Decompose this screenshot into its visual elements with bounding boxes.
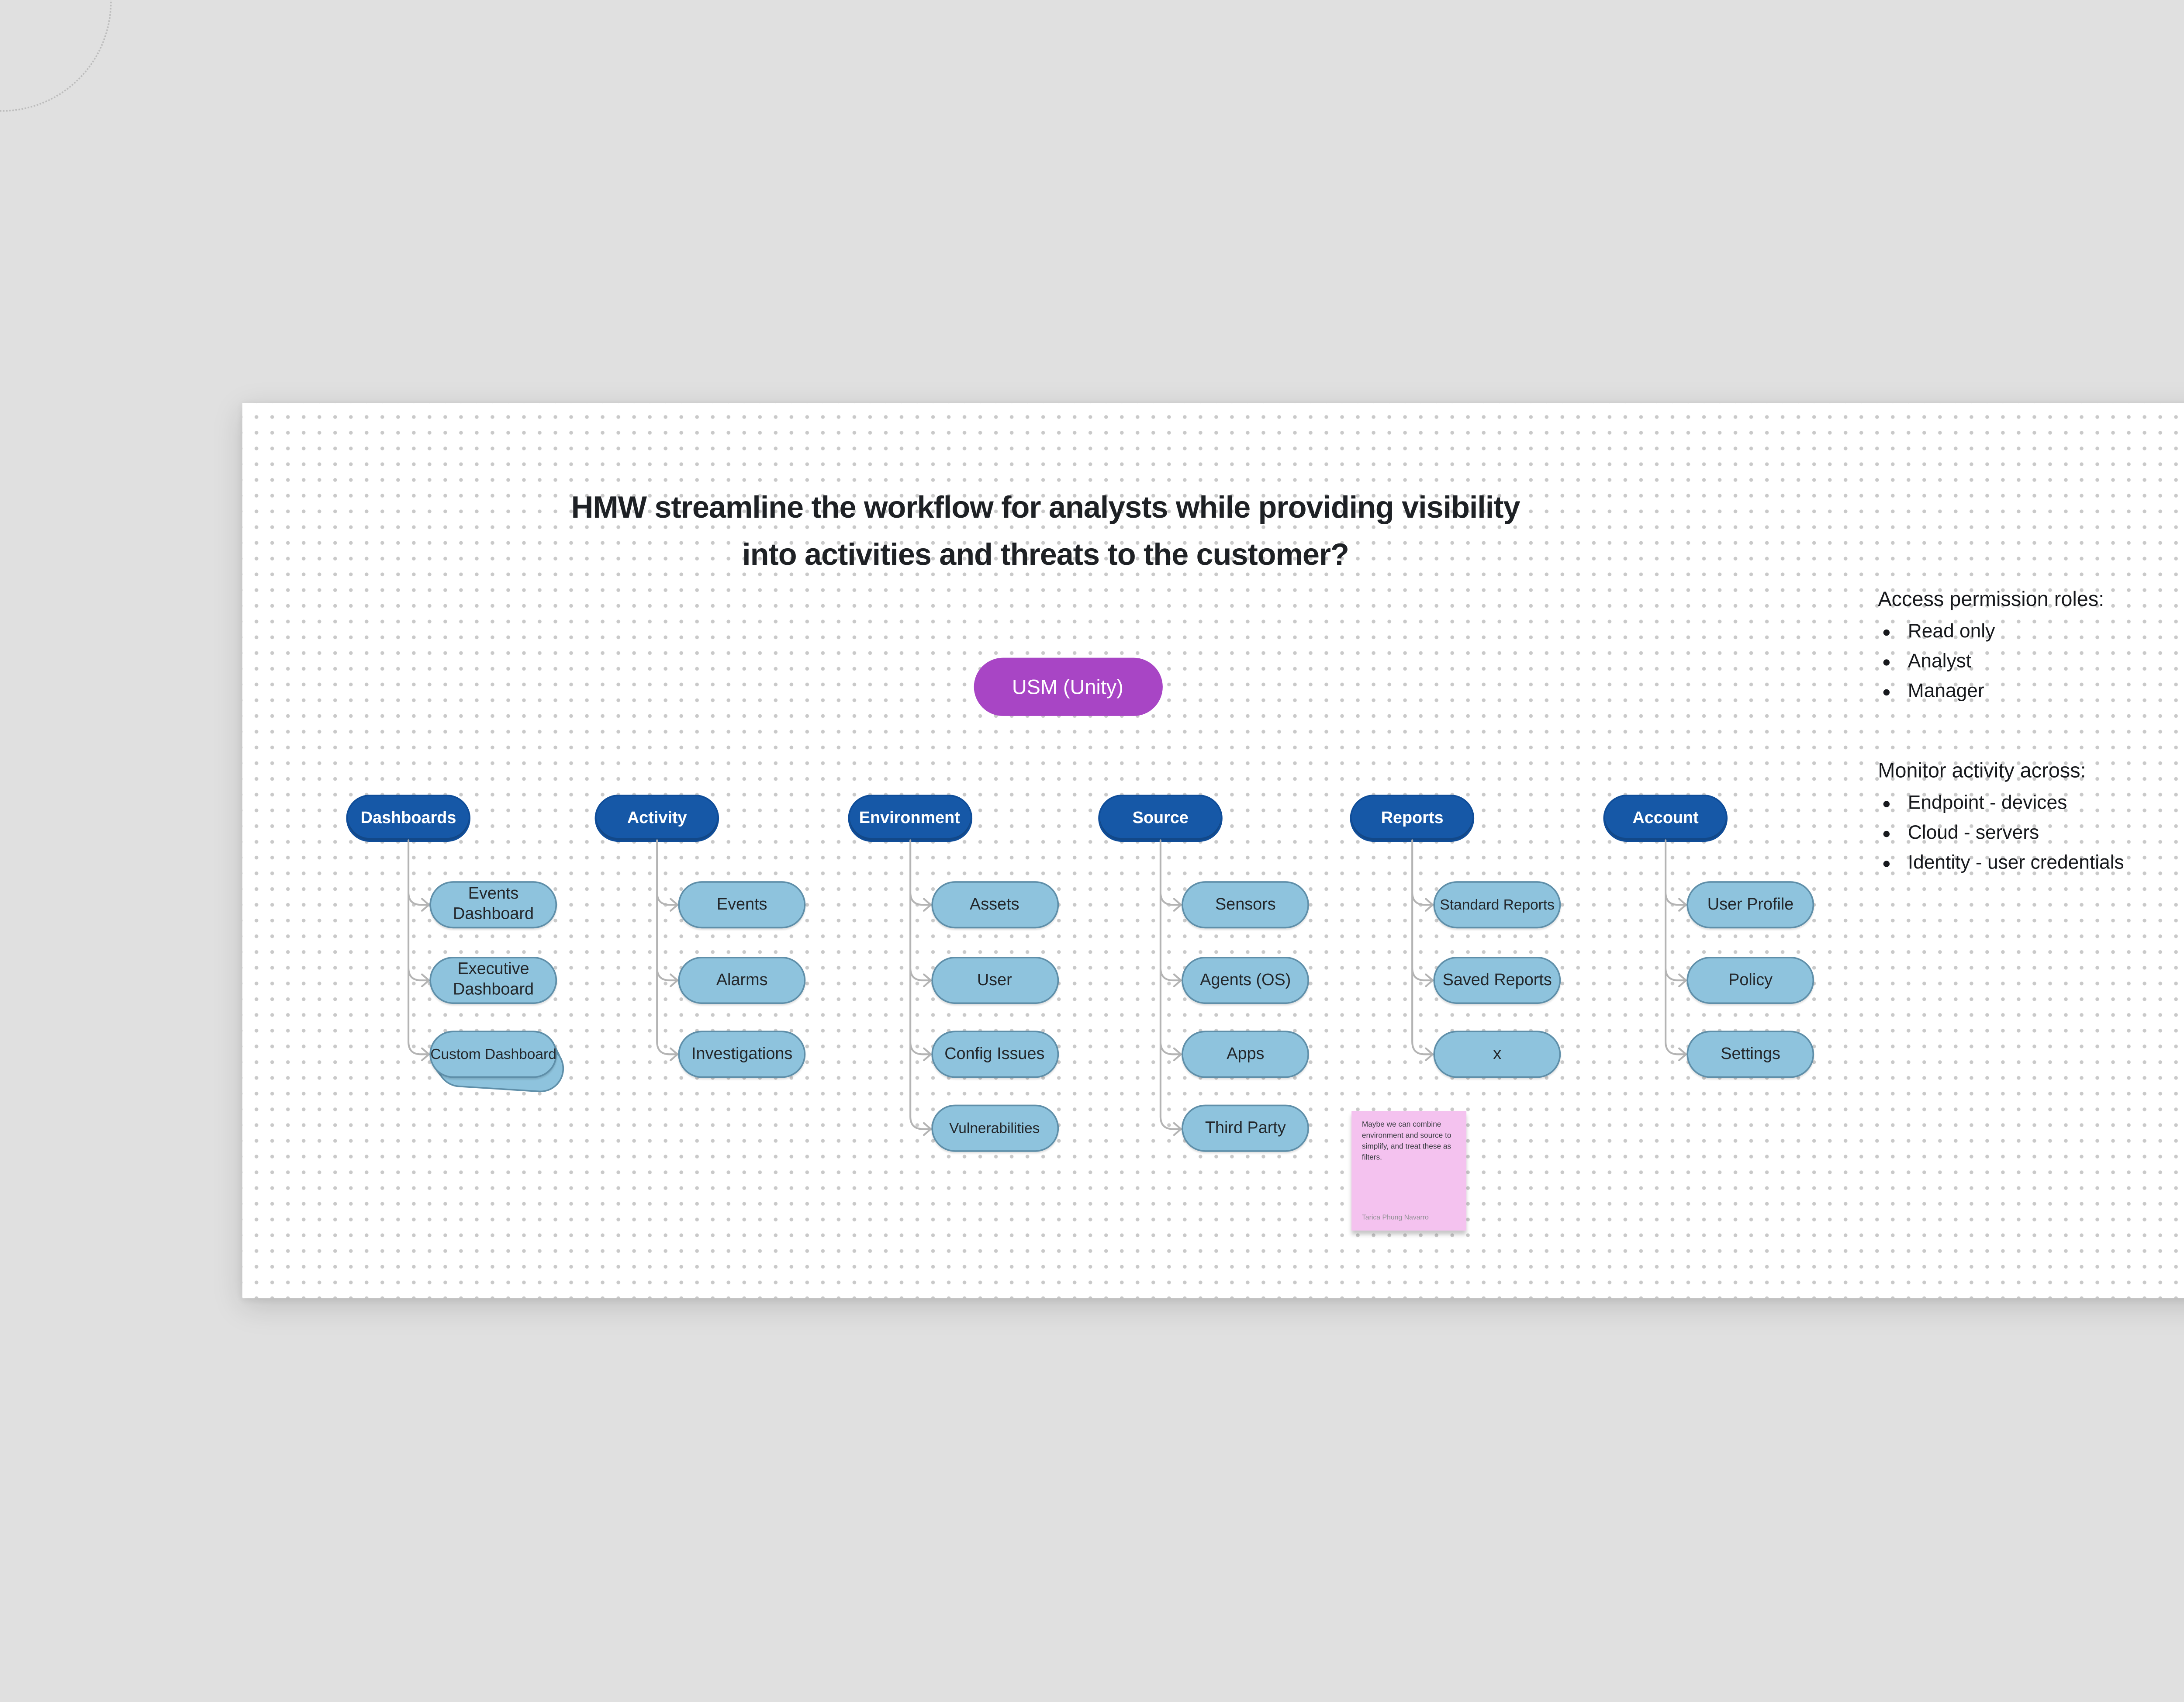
node-label: Sensors [1215, 895, 1276, 914]
board-title-line2: into activities and threats to the custo… [742, 537, 1349, 572]
node-vulnerabilities[interactable]: Vulnerabilities [930, 1105, 1058, 1152]
column-header-account[interactable]: Account [1603, 794, 1728, 842]
node-events[interactable]: Events [678, 881, 806, 928]
node-standard-reports[interactable]: Standard Reports [1433, 881, 1561, 928]
connector-dashboards [408, 839, 430, 1061]
note-monitor-activity[interactable]: Monitor activity across: Endpoint - devi… [1878, 757, 2184, 877]
note-access-roles-heading: Access permission roles: [1878, 587, 2105, 611]
note-bullet: Identity - user credentials [1905, 848, 2184, 877]
node-investigations[interactable]: Investigations [678, 1030, 806, 1078]
node-saved-reports[interactable]: Saved Reports [1433, 956, 1561, 1004]
node-label: Alarms [716, 970, 768, 989]
node-custom-dashboard[interactable]: Custom Dashboard [429, 1030, 557, 1078]
note-monitor-activity-heading: Monitor activity across: [1878, 758, 2086, 782]
node-label: Custom Dashboard [430, 1046, 556, 1062]
node-usm-unity-label: USM (Unity) [1012, 675, 1123, 699]
node-label: User [977, 970, 1012, 989]
node-config-issues[interactable]: Config Issues [930, 1030, 1058, 1078]
column-header-label: Account [1632, 809, 1699, 828]
node-label: Policy [1728, 970, 1773, 989]
connector-source [1159, 839, 1182, 1136]
note-monitor-activity-list: Endpoint - devicesCloud - serversIdentit… [1878, 789, 2184, 877]
whiteboard-canvas[interactable]: HMW streamline the workflow for analysts… [242, 403, 2184, 1298]
connector-reports [1411, 839, 1434, 1061]
note-bullet: Cloud - servers [1905, 818, 2184, 848]
node-user-profile[interactable]: User Profile [1686, 881, 1814, 928]
connector-activity [656, 839, 679, 1061]
note-access-roles[interactable]: Access permission roles: Read onlyAnalys… [1878, 585, 2184, 706]
note-bullet: Read only [1905, 617, 2184, 647]
node-label: Executive Dashboard [453, 960, 534, 999]
node-label: Events Dashboard [453, 885, 534, 924]
node-label: Agents (OS) [1200, 970, 1291, 989]
column-header-label: Reports [1381, 809, 1444, 828]
node-label: Config Issues [944, 1045, 1045, 1064]
column-header-activity[interactable]: Activity [594, 794, 719, 842]
node-agents-os[interactable]: Agents (OS) [1182, 956, 1310, 1004]
column-header-reports[interactable]: Reports [1350, 794, 1475, 842]
column-header-label: Environment [859, 809, 960, 828]
column-header-label: Source [1132, 809, 1189, 828]
node-events-dashboard[interactable]: Events Dashboard [429, 881, 557, 928]
column-header-dashboards[interactable]: Dashboards [346, 794, 471, 842]
node-alarms[interactable]: Alarms [678, 956, 806, 1004]
column-header-label: Dashboards [360, 809, 456, 828]
sticky-note[interactable]: Maybe we can combine environment and sou… [1351, 1110, 1466, 1231]
node-assets[interactable]: Assets [930, 881, 1058, 928]
node-label: x [1493, 1045, 1502, 1064]
sticky-note-text: Maybe we can combine environment and sou… [1362, 1121, 1451, 1162]
node-apps[interactable]: Apps [1182, 1030, 1310, 1078]
column-header-label: Activity [627, 809, 687, 828]
node-third-party[interactable]: Third Party [1182, 1105, 1310, 1152]
node-label: Standard Reports [1440, 896, 1555, 913]
node-label: Assets [970, 895, 1019, 914]
node-sensors[interactable]: Sensors [1182, 881, 1310, 928]
note-bullet: Analyst [1905, 647, 2184, 676]
node-label: Settings [1721, 1045, 1780, 1064]
column-header-source[interactable]: Source [1098, 794, 1223, 842]
node-usm-unity[interactable]: USM (Unity) [973, 657, 1162, 716]
node-label: Saved Reports [1442, 970, 1552, 989]
connector-account [1665, 839, 1687, 1061]
node-label: Investigations [691, 1045, 793, 1064]
node-policy[interactable]: Policy [1686, 956, 1814, 1004]
node-user[interactable]: User [930, 956, 1058, 1004]
node-label: Apps [1227, 1045, 1265, 1064]
node-executive-dashboard[interactable]: Executive Dashboard [429, 956, 557, 1004]
note-bullet: Manager [1905, 676, 2184, 706]
node-settings[interactable]: Settings [1686, 1030, 1814, 1078]
node-label: Vulnerabilities [949, 1121, 1040, 1137]
node-label: User Profile [1707, 895, 1794, 914]
connector-environment [909, 839, 931, 1136]
node-label: Events [716, 895, 767, 914]
sticky-note-author: Tarica Phung Navarro [1362, 1213, 1429, 1221]
corner-arc-decoration [0, 0, 112, 112]
note-bullet: Endpoint - devices [1905, 789, 2184, 818]
board-title[interactable]: HMW streamline the workflow for analysts… [470, 486, 1621, 579]
column-header-environment[interactable]: Environment [847, 794, 972, 842]
node-x[interactable]: x [1433, 1030, 1561, 1078]
node-label: Third Party [1205, 1119, 1286, 1138]
note-access-roles-list: Read onlyAnalystManager [1878, 617, 2184, 706]
board-title-line1: HMW streamline the workflow for analysts… [571, 491, 1521, 526]
